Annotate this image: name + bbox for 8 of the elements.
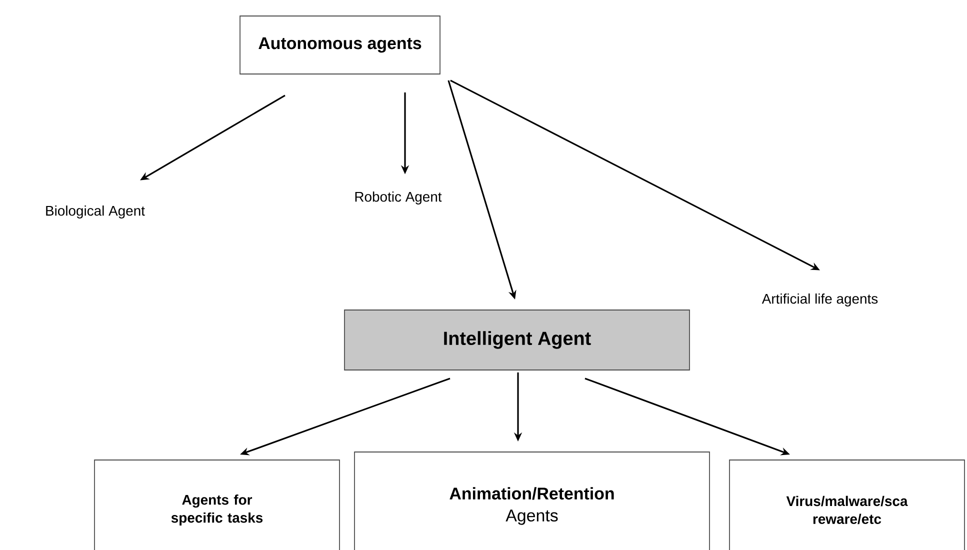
process-box: Intelligent Agent (344, 310, 690, 370)
process-box: Animation/Retention Agents (354, 452, 710, 550)
node-label: Artificial life agents (762, 294, 878, 306)
title-box: Autonomous agents (240, 16, 440, 74)
process-box: Agents for specific tasks (94, 460, 340, 550)
node-label: Biological Agent (46, 206, 145, 218)
node-label: Robotic Agent (355, 192, 442, 204)
process-box: Virus/malware/sca reware/etc (729, 460, 965, 550)
